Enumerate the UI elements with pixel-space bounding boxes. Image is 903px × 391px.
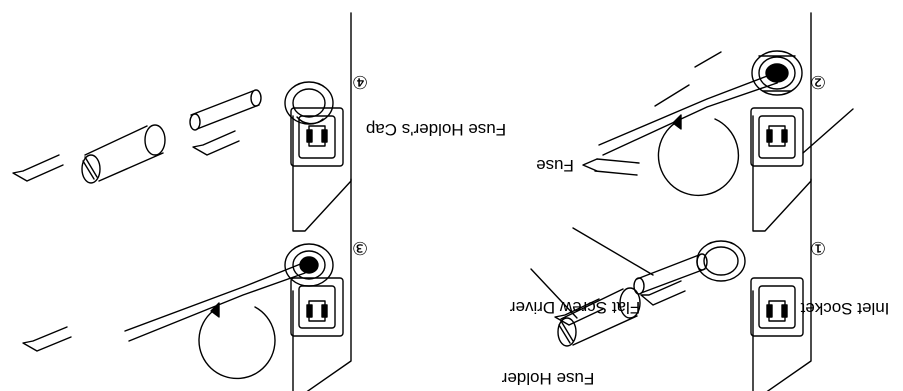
step-2-arrow-cap	[554, 298, 604, 326]
step-2-arrow-fuse	[640, 280, 686, 306]
step-1-screwdriver	[598, 72, 782, 156]
step-2-cap-leader	[530, 268, 578, 319]
step-2-cap	[557, 287, 641, 347]
fuse-holder-label: Fuse Holder	[501, 369, 594, 388]
step-1-panel	[582, 12, 854, 232]
step-2-fuse-leader	[572, 227, 654, 276]
flat-screw-driver-label: Flat Screw Driver	[509, 298, 640, 317]
step-4-fuse-holder	[284, 243, 334, 287]
step-1-push-arrow	[582, 158, 640, 176]
step-2-panel	[530, 178, 812, 391]
step-2-device-edge	[752, 178, 812, 391]
step-3-fuse	[189, 89, 262, 131]
step-1-rotate-arrow	[657, 118, 740, 197]
step-3-inlet-socket	[290, 107, 344, 167]
labels-layer: ① ② ③ ④ Inlet Socket Flat Screw Driver F…	[352, 72, 889, 388]
step-2-marker: ②	[810, 72, 826, 92]
fuse-label: Fuse	[536, 156, 574, 175]
step-4-screwdriver	[124, 262, 306, 342]
step-1-fuse-holder	[751, 50, 803, 96]
step-1-rotate-arrowhead	[672, 114, 682, 130]
step-4-rotate-arrow	[198, 306, 276, 380]
step-2-fuse	[633, 253, 708, 295]
step-2-inlet-socket	[750, 277, 804, 337]
step-3-cap	[81, 124, 166, 184]
step-1-device-edge	[752, 12, 812, 232]
step-3-fuse-holder	[284, 81, 334, 125]
step-1-marker: ①	[810, 238, 826, 258]
step-4-marker: ④	[352, 72, 368, 92]
step-1-inlet-socket	[750, 107, 804, 167]
inlet-socket-label: Inlet Socket	[800, 299, 889, 318]
step-1-leaders	[654, 51, 854, 154]
step-2-fuse-holder	[696, 240, 746, 282]
step-4-inlet-socket	[290, 277, 344, 337]
step-3-marker: ③	[352, 238, 368, 258]
step-4-panel	[22, 178, 352, 391]
step-3-panel	[12, 12, 352, 232]
fuse-holders-cap-label: Fuse Holder's Cap	[366, 120, 506, 139]
